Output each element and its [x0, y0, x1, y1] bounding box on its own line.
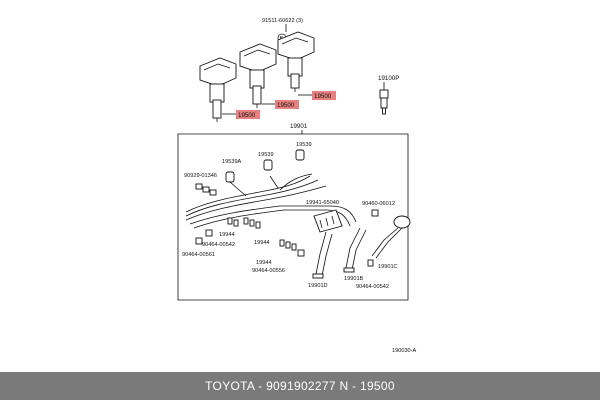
- clip-90460: [371, 209, 379, 217]
- clamp-90464-556: [297, 249, 305, 257]
- clamp-90464-561: [195, 237, 203, 245]
- part-90464-556-label[interactable]: 90464-00556: [252, 268, 285, 274]
- coil-b-highlight: [275, 100, 299, 109]
- clamp-90464-542b: [367, 259, 374, 267]
- plug-boot-right: [371, 215, 411, 259]
- connector-19941: [313, 209, 343, 233]
- part-19944-1-label[interactable]: 19944: [219, 232, 235, 238]
- footer-bar: TOYOTA - 9091902277 N - 19500: [0, 372, 600, 400]
- coil-b-label[interactable]: 19500: [277, 102, 295, 109]
- spark-plug: [379, 82, 389, 115]
- part-90464-542-label[interactable]: 90464-00542: [202, 242, 235, 248]
- part-19901c-label[interactable]: 19901C: [378, 264, 398, 270]
- ignition-coil-middle: [239, 43, 277, 108]
- coil-c-highlight: [312, 91, 336, 100]
- coil-c-label[interactable]: 19500: [314, 93, 332, 100]
- cord-set-frame: [177, 133, 409, 301]
- ignition-coil-right: [277, 31, 315, 92]
- coil-a-label[interactable]: 19500: [238, 112, 256, 119]
- part-90929-label[interactable]: 90929-01346: [184, 173, 217, 179]
- cord-set-label[interactable]: 19901: [290, 123, 308, 130]
- grommet-19539a: [225, 171, 235, 183]
- parts-diagram: 91511-60622 (3) B 19500 19500 19500 1910…: [177, 18, 417, 354]
- part-90464-561-label[interactable]: 90464-00561: [182, 252, 215, 258]
- part-19539-1-label[interactable]: 19539: [258, 152, 274, 158]
- part-19901b-label[interactable]: 19901B: [344, 276, 364, 282]
- ignition-coil-left: [199, 57, 237, 122]
- part-19941-label[interactable]: 19941-65040: [306, 200, 339, 206]
- separator-19944-2: [243, 217, 261, 229]
- plug-cord-d: [312, 231, 333, 279]
- bolt-label: 91511-60622 (3): [262, 18, 303, 24]
- plug-cord-b: [343, 227, 367, 273]
- footer-part-info: TOYOTA - 9091902277 N - 19500: [205, 379, 395, 393]
- part-19944-3-label[interactable]: 19944: [256, 260, 272, 266]
- part-19901d-label[interactable]: 19901D: [308, 283, 328, 289]
- clamp-90929: [195, 183, 217, 196]
- part-19539a-label[interactable]: 19539A: [222, 159, 242, 165]
- clamp-90464-542: [205, 229, 213, 237]
- part-90460-label[interactable]: 90460-06012: [362, 201, 395, 207]
- coil-a-highlight: [236, 110, 260, 119]
- spark-plug-label[interactable]: 19100P: [378, 75, 399, 82]
- separator-19944-3: [279, 239, 297, 251]
- wire-harness: [185, 173, 357, 229]
- diagram-code: 190030-A: [392, 348, 417, 354]
- part-19944-2-label[interactable]: 19944: [254, 240, 270, 246]
- grommet-19539-2: [295, 149, 305, 161]
- separator-19944-1: [227, 217, 239, 227]
- part-90464-542b-label[interactable]: 90464-00542: [356, 284, 389, 290]
- part-19539-2-label[interactable]: 19539: [296, 142, 312, 148]
- grommet-19539-1: [263, 159, 273, 171]
